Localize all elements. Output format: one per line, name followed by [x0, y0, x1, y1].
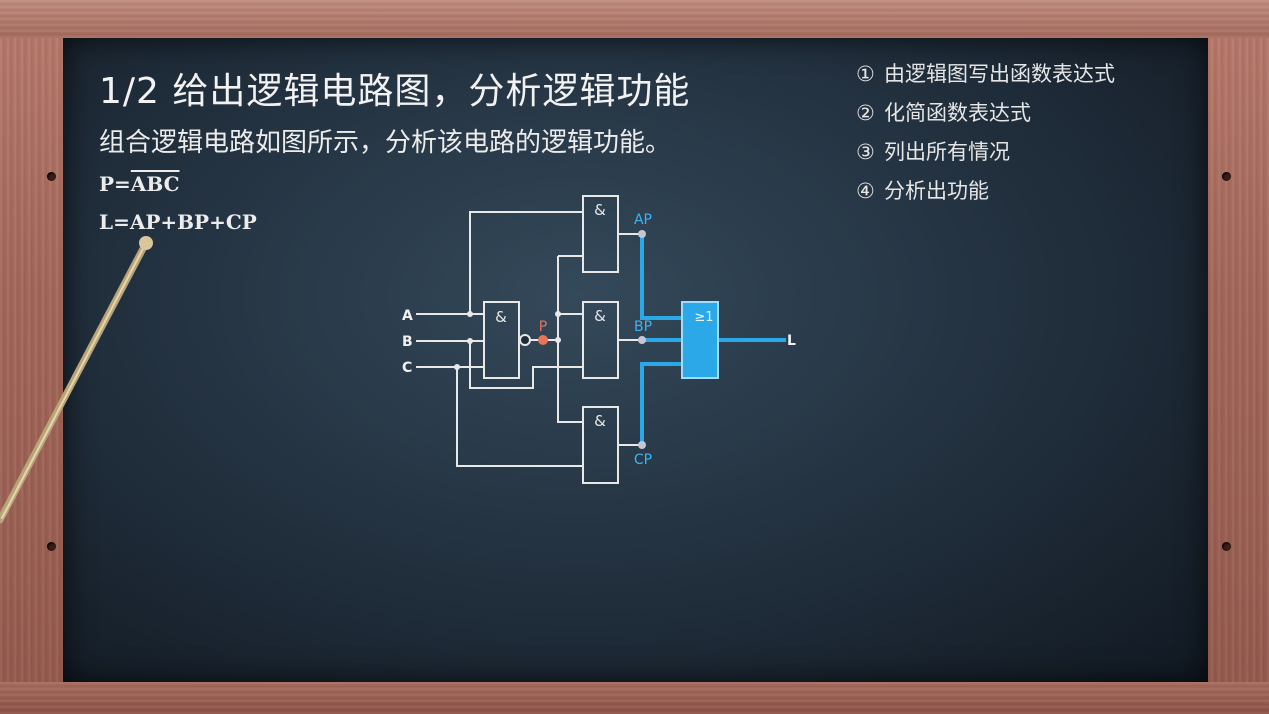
step-item: ④ 分析出功能 [856, 175, 1115, 214]
input-label-b: B [402, 334, 413, 350]
wire-cp-to-or [640, 362, 682, 445]
frame-bottom-rail [0, 682, 1269, 714]
problem-statement: 组合逻辑电路如图所示，分析该电路的逻辑功能。 [99, 128, 672, 158]
node-bp [638, 336, 646, 344]
step-text: 化简函数表达式 [884, 101, 1031, 125]
step-text: 分析出功能 [884, 179, 989, 203]
wire-b-branch [469, 341, 583, 389]
pointer-tip [139, 236, 153, 250]
page-title: 1/2 给出逻辑电路图，分析逻辑功能 [99, 71, 691, 112]
step-number: ② [856, 101, 875, 125]
junction-dot [467, 311, 473, 317]
and-symbol-middle: & [594, 307, 606, 325]
analysis-steps: ① 由逻辑图写出函数表达式 ② 化简函数表达式 ③ 列出所有情况 ④ 分析出功能 [856, 58, 1115, 214]
input-label-c: C [402, 360, 412, 376]
and-symbol-top: & [594, 201, 606, 219]
step-number: ① [856, 62, 875, 86]
wire-ap-to-or [640, 234, 682, 320]
or-gate [681, 301, 719, 379]
junction-dot [555, 337, 561, 343]
p-label: P [539, 319, 547, 335]
junction-dots [454, 311, 561, 370]
and-gate-bottom [582, 406, 619, 484]
frame-nail [47, 172, 56, 181]
and-symbol-bottom: & [594, 412, 606, 430]
junction-dot [454, 364, 460, 370]
wire-a-branch [469, 211, 583, 314]
node-cp [638, 441, 646, 449]
and-gate-top [582, 195, 619, 273]
step-number: ④ [856, 179, 875, 203]
junction-dot [555, 311, 561, 317]
step-text: 列出所有情况 [884, 140, 1010, 164]
pointer-highlight [1, 242, 147, 519]
step-item: ② 化简函数表达式 [856, 97, 1115, 136]
and-gate-middle [582, 301, 619, 379]
frame-nail [1222, 542, 1231, 551]
junction-dot [467, 338, 473, 344]
frame-top-rail [0, 0, 1269, 38]
chalkboard [63, 38, 1208, 682]
step-number: ③ [856, 140, 875, 164]
output-nodes [638, 230, 646, 449]
formula-p: P=ABC [99, 172, 180, 196]
formula-p-lhs: P= [99, 172, 131, 196]
nand-bubble [519, 334, 531, 346]
output-label-l: L [787, 333, 796, 349]
input-label-a: A [402, 308, 413, 324]
formula-l: L=AP+BP+CP [99, 210, 257, 234]
frame-nail [1222, 172, 1231, 181]
frame-nail [47, 542, 56, 551]
cp-label: CP [634, 452, 652, 468]
wire-c-branch [456, 367, 583, 467]
node-ap [638, 230, 646, 238]
or-symbol: ≥1 [694, 310, 713, 325]
formula-p-rhs: ABC [130, 172, 180, 196]
bp-label: BP [634, 319, 652, 335]
highlighted-wires [640, 234, 786, 445]
step-text: 由逻辑图写出函数表达式 [884, 62, 1115, 86]
step-item: ① 由逻辑图写出函数表达式 [856, 58, 1115, 97]
p-node [538, 335, 548, 345]
step-item: ③ 列出所有情况 [856, 136, 1115, 175]
nand-symbol: & [495, 308, 507, 326]
ap-label: AP [634, 212, 652, 228]
